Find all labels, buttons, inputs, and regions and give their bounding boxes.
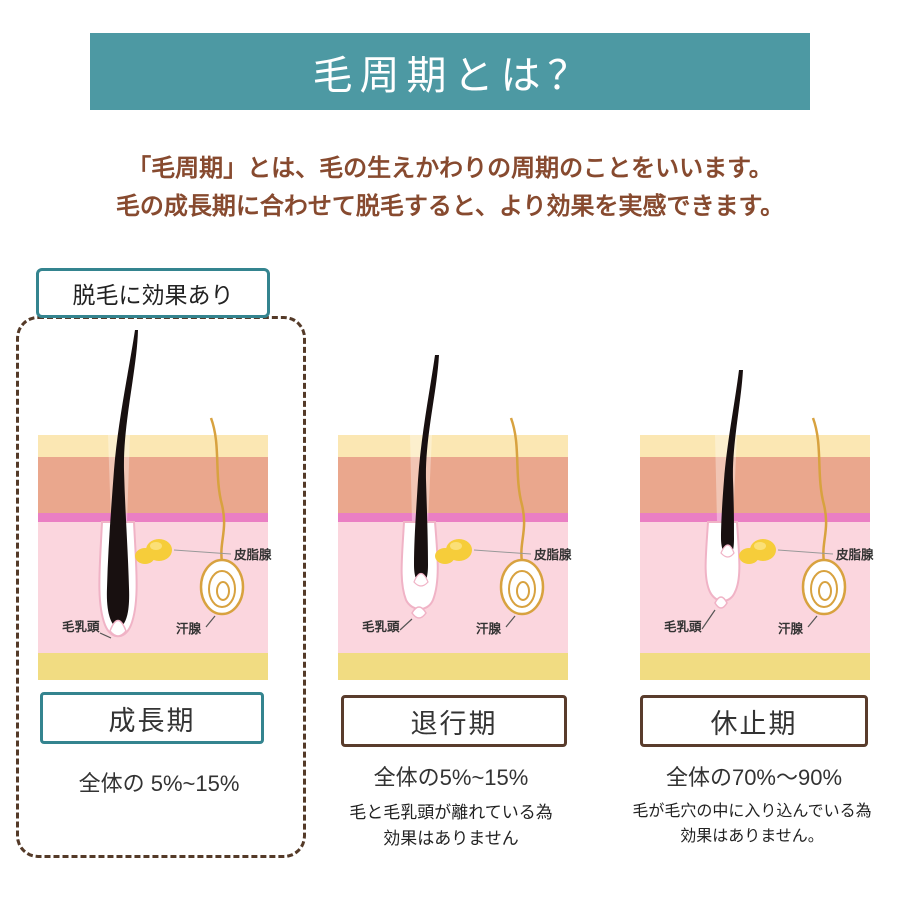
diagram-growth-phase: 皮脂腺 毛乳頭 汗腺 xyxy=(38,330,272,680)
hair-papilla-label: 毛乳頭 xyxy=(664,619,702,634)
sebaceous-gland xyxy=(135,539,172,564)
sweat-gland xyxy=(499,417,545,616)
sweat-leader-line xyxy=(505,615,516,628)
intro-line-1: 「毛周期」とは、毛の生えかわりの周期のことをいいます。 xyxy=(127,155,773,182)
growth-percent: 全体の 5%~15% xyxy=(78,771,240,796)
hair-shaft xyxy=(414,355,439,584)
hair-papilla xyxy=(714,596,728,609)
hair-papilla xyxy=(109,619,127,637)
sweat-gland xyxy=(801,417,847,616)
sebaceous-gland-label: 皮脂腺 xyxy=(533,547,572,562)
resting-note: 毛が毛穴の中に入り込んでいる為 効果はありません。 xyxy=(604,800,900,850)
page-title: 毛周期とは？ xyxy=(312,53,595,98)
sweat-gland xyxy=(199,417,245,616)
papilla-leader-line xyxy=(99,632,112,639)
sweat-gland-label: 汗腺 xyxy=(176,621,202,636)
resting-percent: 全体の70%～90% xyxy=(665,765,843,790)
regression-percent: 全体の5%~15% xyxy=(373,765,529,790)
intro-line-2: 毛の成長期に合わせて脱毛すると、より効果を実感できます。 xyxy=(115,193,785,221)
effective-badge-label: 脱毛に効果あり xyxy=(72,282,234,308)
hair-shaft xyxy=(106,330,138,628)
sebaceous-leader-line xyxy=(473,549,532,555)
phase-label-text: 成長期 xyxy=(108,705,196,736)
sebaceous-leader-line xyxy=(173,549,232,555)
sweat-gland-label: 汗腺 xyxy=(778,621,804,636)
sebaceous-gland xyxy=(739,539,776,564)
sebaceous-gland-label: 皮脂腺 xyxy=(835,547,874,562)
hair-papilla xyxy=(411,606,427,619)
sebaceous-gland xyxy=(435,539,472,564)
phase-label-growth: 成長期 xyxy=(40,692,264,744)
note-line: 効果はありません。 xyxy=(680,827,824,845)
sweat-gland-label: 汗腺 xyxy=(476,621,502,636)
phase-label-regression: 退行期 xyxy=(341,695,567,747)
hair-papilla-label: 毛乳頭 xyxy=(362,619,400,634)
phase-label-resting: 休止期 xyxy=(640,695,868,747)
effective-badge: 脱毛に効果あり xyxy=(36,268,270,318)
note-line: 毛と毛乳頭が離れている為 xyxy=(349,803,553,822)
sweat-leader-line xyxy=(807,615,818,628)
hair-shaft xyxy=(721,370,743,555)
phase-label-text: 退行期 xyxy=(410,708,498,739)
note-line: 効果はありません xyxy=(383,829,519,849)
hair-papilla-label: 毛乳頭 xyxy=(62,619,100,634)
note-line: 毛が毛穴の中に入り込んでいる為 xyxy=(632,803,872,820)
header-banner: 毛周期とは？ xyxy=(90,33,810,110)
sebaceous-leader-line xyxy=(777,549,834,555)
diagram-regression-phase: 皮脂腺 毛乳頭 汗腺 xyxy=(338,355,572,680)
phase-label-text: 休止期 xyxy=(710,708,798,739)
hair-club-notch xyxy=(413,572,429,587)
papilla-leader-line xyxy=(701,609,716,630)
regression-note: 毛と毛乳頭が離れている為 効果はありません xyxy=(316,800,586,853)
diagram-resting-phase: 皮脂腺 毛乳頭 汗腺 xyxy=(640,370,874,680)
hair-club-notch xyxy=(720,544,735,558)
sebaceous-gland-label: 皮脂腺 xyxy=(233,547,272,562)
intro-text: 「毛周期」とは、毛の生えかわりの周期のことをいいます。 毛の成長期に合わせて脱毛… xyxy=(0,150,900,227)
papilla-leader-line xyxy=(399,618,413,631)
sweat-leader-line xyxy=(205,615,216,628)
